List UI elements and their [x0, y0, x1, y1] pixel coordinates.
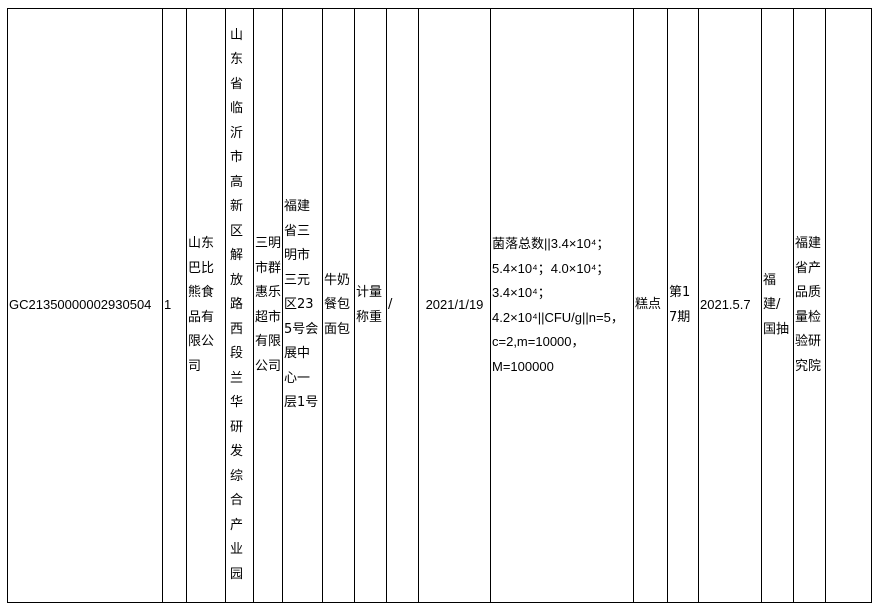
issue-cell: 第17期: [667, 8, 699, 603]
result-line: 3.4×10⁴；: [492, 285, 551, 300]
table-row: GC21350000002930504 1 山东巴比熊食品有限公司 山东省临沂市…: [7, 8, 872, 603]
task-source-cell: 福建/国抽: [761, 8, 794, 603]
brand-cell: /: [386, 8, 419, 603]
inspection-org-cell: 福建省产品质量检验研究院: [793, 8, 826, 603]
food-inspection-table: GC21350000002930504 1 山东巴比熊食品有限公司 山东省临沂市…: [7, 8, 872, 603]
remarks-cell: [825, 8, 872, 603]
seller-cell: 三明市群惠乐超市有限公司: [253, 8, 283, 603]
category-cell: 糕点: [633, 8, 668, 603]
announce-date-cell: 2021.5.7: [698, 8, 762, 603]
product-cell: 牛奶餐包面包: [322, 8, 355, 603]
result-line: 5.4×10⁴；4.0×10⁴；: [492, 260, 610, 276]
producer-cell: 山东巴比熊食品有限公司: [186, 8, 226, 603]
result-line: M=100000: [492, 358, 554, 374]
seller-address-cell: 福建省三明市三元区235号会展中心一层1号: [282, 8, 323, 603]
test-result-cell: 菌落总数||3.4×10⁴； 5.4×10⁴；4.0×10⁴； 3.4×10⁴；…: [490, 8, 634, 603]
result-line: 4.2×10⁴||CFU/g||n=5，: [492, 309, 624, 325]
result-line: c=2,m=10000，: [492, 334, 585, 349]
producer-address-cell: 山东省临沂市高新区解放路西段兰华研发综合产业园: [225, 8, 254, 603]
sample-id-cell: GC21350000002930504: [7, 8, 163, 603]
spec-cell: 计量称重: [354, 8, 387, 603]
seq-cell: 1: [162, 8, 187, 603]
result-line: 菌落总数||3.4×10⁴；: [492, 236, 610, 251]
production-date-cell: 2021/1/19: [418, 8, 491, 603]
